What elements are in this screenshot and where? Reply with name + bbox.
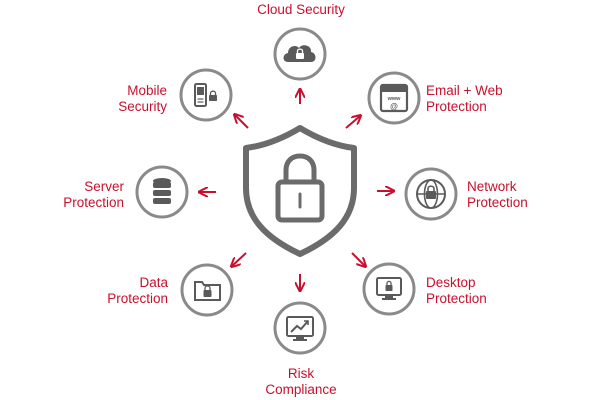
- network-label: Network Protection: [467, 179, 528, 211]
- chart-monitor-icon: [286, 316, 314, 341]
- data-label-line-2: Protection: [107, 291, 168, 306]
- globe-lock-icon: [416, 179, 446, 209]
- data-label: Data Protection: [107, 275, 168, 307]
- cloud-lock-icon: [283, 45, 316, 62]
- server-label: Server Protection: [63, 179, 124, 211]
- mobile-label-line-1: Mobile: [127, 83, 167, 98]
- svg-text:@: @: [390, 102, 398, 111]
- risk-compliance-label-line-2: Compliance: [265, 382, 337, 397]
- risk-compliance-node: [273, 301, 327, 355]
- desktop-node: [362, 262, 416, 316]
- desktop-label-line-2: Protection: [426, 291, 487, 306]
- database-icon: [153, 178, 171, 204]
- risk-compliance-label-line-1: Risk: [287, 366, 315, 381]
- server-node: [135, 165, 189, 219]
- browser-email-icon: www @: [379, 83, 409, 113]
- svg-text:www: www: [387, 96, 402, 102]
- email-web-label-line-1: Email + Web: [426, 83, 503, 98]
- desktop-label: Desktop Protection: [426, 275, 487, 307]
- folder-lock-icon: [194, 281, 221, 301]
- email-web-node: www @: [367, 71, 421, 125]
- mobile-label-line-2: Security: [118, 99, 167, 114]
- network-label-line-2: Protection: [467, 195, 528, 210]
- desktop-label-line-1: Desktop: [426, 275, 476, 290]
- mobile-node: [179, 68, 233, 122]
- arrow-to-email: [345, 116, 360, 129]
- network-label-line-1: Network: [467, 179, 517, 194]
- monitor-lock-icon: [376, 277, 402, 300]
- shield-lock-icon: [243, 125, 357, 257]
- server-label-line-2: Protection: [63, 195, 124, 210]
- risk-compliance-label: Risk Compliance: [265, 366, 336, 398]
- email-web-label-line-2: Protection: [426, 99, 487, 114]
- network-node: [404, 167, 458, 221]
- mobile-label: Mobile Security: [118, 83, 167, 115]
- arrow-to-mobile: [235, 115, 249, 129]
- cloud-security-node: [273, 27, 327, 81]
- cloud-security-label: Cloud Security: [257, 2, 345, 18]
- arrow-to-desktop: [351, 252, 365, 266]
- mobile-lock-icon: [194, 83, 217, 107]
- data-label-line-1: Data: [139, 275, 168, 290]
- email-web-label: Email + Web Protection: [426, 83, 503, 115]
- data-node: [180, 263, 234, 317]
- arrow-to-data: [232, 252, 247, 266]
- cloud-security-label-line-1: Cloud Security: [257, 2, 345, 17]
- server-label-line-1: Server: [84, 179, 124, 194]
